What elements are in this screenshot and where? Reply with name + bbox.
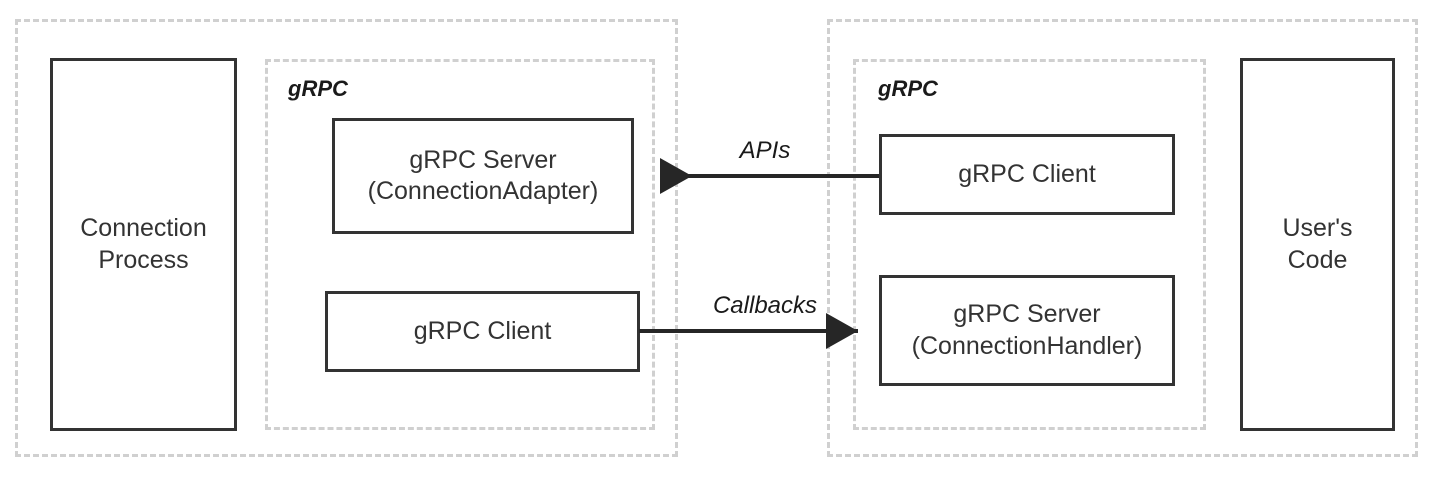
node-right-grpc-server-line1: gRPC Server — [953, 300, 1101, 329]
right-outer-group — [827, 19, 1418, 457]
node-right-grpc-server[interactable]: gRPC Server (ConnectionHandler) — [879, 275, 1175, 386]
right-grpc-group — [853, 59, 1206, 430]
node-left-grpc-server-line2: (ConnectionAdapter) — [367, 177, 599, 205]
edge-callbacks-label: Callbacks — [712, 292, 818, 319]
edge-apis-label: APIs — [739, 137, 791, 164]
node-left-grpc-client-line1: gRPC Client — [413, 316, 552, 345]
left-grpc-group — [265, 59, 655, 430]
node-left-grpc-client[interactable]: gRPC Client — [325, 291, 640, 372]
node-users-code-line1: User's — [1282, 214, 1353, 243]
node-left-grpc-server-line1: gRPC Server — [409, 145, 557, 174]
node-left-grpc-server[interactable]: gRPC Server (ConnectionAdapter) — [332, 118, 634, 234]
node-users-code[interactable]: User's Code — [1240, 58, 1395, 431]
node-connection-process-line1: Connection — [80, 214, 207, 243]
left-grpc-group-label: gRPC — [288, 76, 348, 101]
node-connection-process-line2: Process — [98, 245, 189, 274]
left-outer-group — [15, 19, 678, 457]
node-right-grpc-client-line1: gRPC Client — [958, 159, 1096, 188]
node-right-grpc-client[interactable]: gRPC Client — [879, 134, 1175, 215]
node-right-grpc-server-line2: (ConnectionHandler) — [911, 331, 1143, 360]
node-users-code-line2: Code — [1287, 245, 1348, 274]
right-grpc-group-label: gRPC — [878, 76, 938, 101]
node-connection-process[interactable]: Connection Process — [50, 58, 237, 431]
